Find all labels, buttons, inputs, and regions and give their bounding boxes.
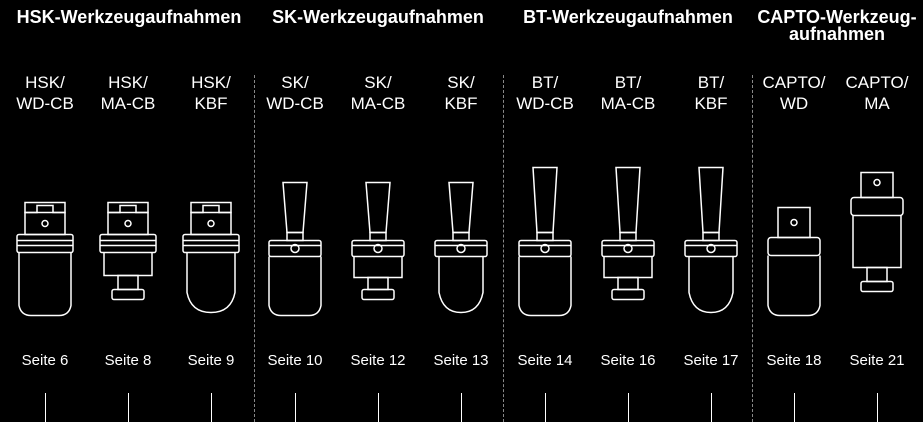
page-reference-link[interactable]: Seite 8 <box>104 352 152 369</box>
page-reference-link[interactable]: Seite 13 <box>433 352 489 369</box>
hsk-group-title-text: HSK-Werkzeugaufnahmen <box>16 7 242 27</box>
tool-label-line2: KBF <box>444 94 478 113</box>
tool-label-line1: BT/ <box>614 73 642 92</box>
hsk-group-title: HSK-Werkzeugaufnahmen <box>8 7 250 27</box>
tool-label-line1: BT/ <box>531 73 559 92</box>
page-reference-link[interactable]: Seite 10 <box>267 352 323 369</box>
tool-label: SK/WD-CB <box>255 72 335 114</box>
sk-group-title-text: SK-Werkzeugaufnahmen <box>272 7 484 27</box>
tool-label-line1: CAPTO/ <box>762 73 826 92</box>
bt-group-title: BT-Werkzeugaufnahmen <box>512 7 744 27</box>
hsk-wd-cb-holder-icon[interactable] <box>15 150 75 340</box>
tool-label: CAPTO/MA <box>837 72 917 114</box>
tool-label-line2: MA <box>864 94 890 113</box>
sk-group-title: SK-Werkzeugaufnahmen <box>262 7 494 27</box>
tool-label-line2: WD <box>779 94 809 113</box>
leader-line <box>711 393 712 422</box>
tool-label-line2: MA-CB <box>600 94 656 113</box>
tool-label-line1: CAPTO/ <box>845 73 909 92</box>
page-reference-link[interactable]: Seite 17 <box>683 352 739 369</box>
tool-label: HSK/MA-CB <box>88 72 168 114</box>
sk-kbf-holder-icon[interactable] <box>431 150 491 340</box>
page-reference-link[interactable]: Seite 21 <box>849 352 905 369</box>
bt-ma-cb-holder-icon[interactable] <box>598 150 658 340</box>
leader-line <box>628 393 629 422</box>
tool-label: BT/WD-CB <box>505 72 585 114</box>
hsk-kbf-holder-icon[interactable] <box>181 150 241 340</box>
capto-ma-holder-icon[interactable] <box>847 150 907 340</box>
tool-label-line2: KBF <box>694 94 728 113</box>
separator-bt-capto <box>752 75 753 422</box>
bt-kbf-holder-icon[interactable] <box>681 150 741 340</box>
tool-label-line2: MA-CB <box>350 94 406 113</box>
tool-label-line2: MA-CB <box>100 94 156 113</box>
separator-hsk-sk <box>254 75 255 422</box>
tool-label-line2: KBF <box>194 94 228 113</box>
tool-label-line1: BT/ <box>697 73 725 92</box>
bt-group-title-text: BT-Werkzeugaufnahmen <box>523 7 733 27</box>
page-reference-link[interactable]: Seite 16 <box>600 352 656 369</box>
leader-line <box>45 393 46 422</box>
tool-label-line1: HSK/ <box>25 73 65 92</box>
separator-sk-bt <box>503 75 504 422</box>
page-reference-link[interactable]: Seite 12 <box>350 352 406 369</box>
leader-line <box>877 393 878 422</box>
leader-line <box>545 393 546 422</box>
tool-label-line2: WD-CB <box>516 94 574 113</box>
sk-wd-cb-holder-icon[interactable] <box>265 150 325 340</box>
leader-line <box>295 393 296 422</box>
tool-label: SK/KBF <box>421 72 501 114</box>
capto-group-title-line1: CAPTO-Werkzeug- <box>757 7 917 27</box>
page-reference-link[interactable]: Seite 6 <box>21 352 69 369</box>
leader-line <box>794 393 795 422</box>
tool-label-line1: SK/ <box>447 73 475 92</box>
bt-wd-cb-holder-icon[interactable] <box>515 150 575 340</box>
page-reference-link[interactable]: Seite 9 <box>187 352 235 369</box>
page-reference-link[interactable]: Seite 18 <box>766 352 822 369</box>
leader-line <box>378 393 379 422</box>
page-reference-link[interactable]: Seite 14 <box>517 352 573 369</box>
tool-label-line2: WD-CB <box>16 94 74 113</box>
tool-label: HSK/WD-CB <box>5 72 85 114</box>
capto-group-title: CAPTO-Werkzeug- aufnahmen <box>752 7 922 44</box>
tool-label-line1: SK/ <box>281 73 309 92</box>
tool-label: SK/MA-CB <box>338 72 418 114</box>
leader-line <box>211 393 212 422</box>
hsk-ma-cb-holder-icon[interactable] <box>98 150 158 340</box>
leader-line <box>128 393 129 422</box>
tool-label-line1: HSK/ <box>191 73 231 92</box>
tool-label: BT/KBF <box>671 72 751 114</box>
capto-group-title-line2: aufnahmen <box>788 24 885 44</box>
tool-label: HSK/KBF <box>171 72 251 114</box>
capto-wd-holder-icon[interactable] <box>764 150 824 340</box>
leader-line <box>461 393 462 422</box>
tool-label-line1: SK/ <box>364 73 392 92</box>
tool-label: BT/MA-CB <box>588 72 668 114</box>
tool-label-line1: HSK/ <box>108 73 148 92</box>
tool-label: CAPTO/WD <box>754 72 834 114</box>
sk-ma-cb-holder-icon[interactable] <box>348 150 408 340</box>
tool-label-line2: WD-CB <box>266 94 324 113</box>
